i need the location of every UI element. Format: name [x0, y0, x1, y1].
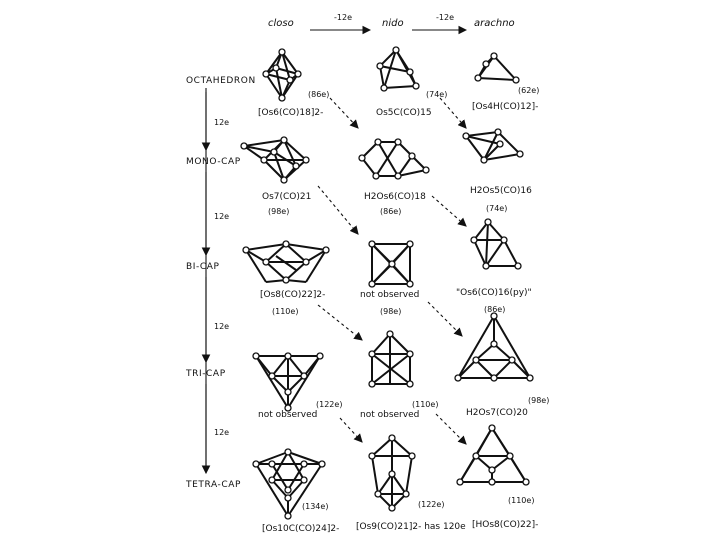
- ecount-r4-nido: (110e): [412, 400, 438, 409]
- caption-r3-arachno: "Os6(CO)16(py)": [456, 288, 532, 298]
- cluster-r2-closo: [241, 137, 309, 183]
- ecount-r5-nido: (122e): [418, 500, 444, 509]
- caption-r4-arachno: H2Os7(CO)20: [466, 408, 528, 418]
- caption-r2-nido: H2Os6(CO)18: [364, 192, 426, 202]
- ecount-r1-closo: (86e): [308, 90, 329, 99]
- ecount-r4-closo: (122e): [316, 400, 342, 409]
- ecount-r5-closo: (134e): [302, 502, 328, 511]
- caption-r1-closo: [Os6(CO)18]2-: [258, 108, 323, 118]
- caption-r3-closo: [Os8(CO)22]2-: [260, 290, 325, 300]
- cluster-r5-nido: [369, 435, 415, 511]
- ecount-r1-arachno: (62e): [518, 86, 539, 95]
- caption-r2-closo: Os7(CO)21: [262, 192, 311, 202]
- cluster-r1-arachno: [475, 53, 519, 83]
- ecount-r5-arachno: (110e): [508, 496, 534, 505]
- ecount-r3-closo: (110e): [272, 307, 298, 316]
- caption-r5-nido: [Os9(CO)21]2- has 120e: [356, 522, 466, 532]
- ecount-r2-closo: (98e): [268, 207, 289, 216]
- cluster-r3-arachno: [471, 219, 521, 269]
- ecount-r2-nido: (86e): [380, 207, 401, 216]
- ecount-r3-arachno: (86e): [484, 305, 505, 314]
- caption-r4-nido: not observed: [360, 410, 419, 420]
- cluster-r4-closo: [253, 353, 323, 411]
- caption-r1-nido: Os5C(CO)15: [376, 108, 432, 118]
- caption-r4-closo: not observed: [258, 410, 317, 420]
- cluster-r4-arachno: [455, 313, 533, 381]
- cluster-r1-closo: [263, 49, 301, 101]
- cluster-r5-arachno: [457, 425, 529, 485]
- cluster-r4-nido: [369, 331, 413, 387]
- caption-r1-arachno: [Os4H(CO)12]-: [472, 102, 538, 112]
- cluster-r1-nido: [377, 47, 419, 91]
- ecount-r2-arachno: (74e): [486, 204, 507, 213]
- ecount-r4-arachno: (98e): [528, 396, 549, 405]
- caption-r5-closo: [Os10C(CO)24]2-: [262, 524, 339, 534]
- ecount-r3-nido: (98e): [380, 307, 401, 316]
- caption-r5-arachno: [HOs8(CO)22]-: [472, 520, 538, 530]
- cluster-r3-closo: [243, 241, 329, 283]
- caption-r2-arachno: H2Os5(CO)16: [470, 186, 532, 196]
- ecount-r1-nido: (74e): [426, 90, 447, 99]
- cluster-r2-nido: [359, 139, 429, 179]
- caption-r3-nido: not observed: [360, 290, 419, 300]
- cluster-r2-arachno: [463, 129, 523, 163]
- cluster-r3-nido: [369, 241, 413, 287]
